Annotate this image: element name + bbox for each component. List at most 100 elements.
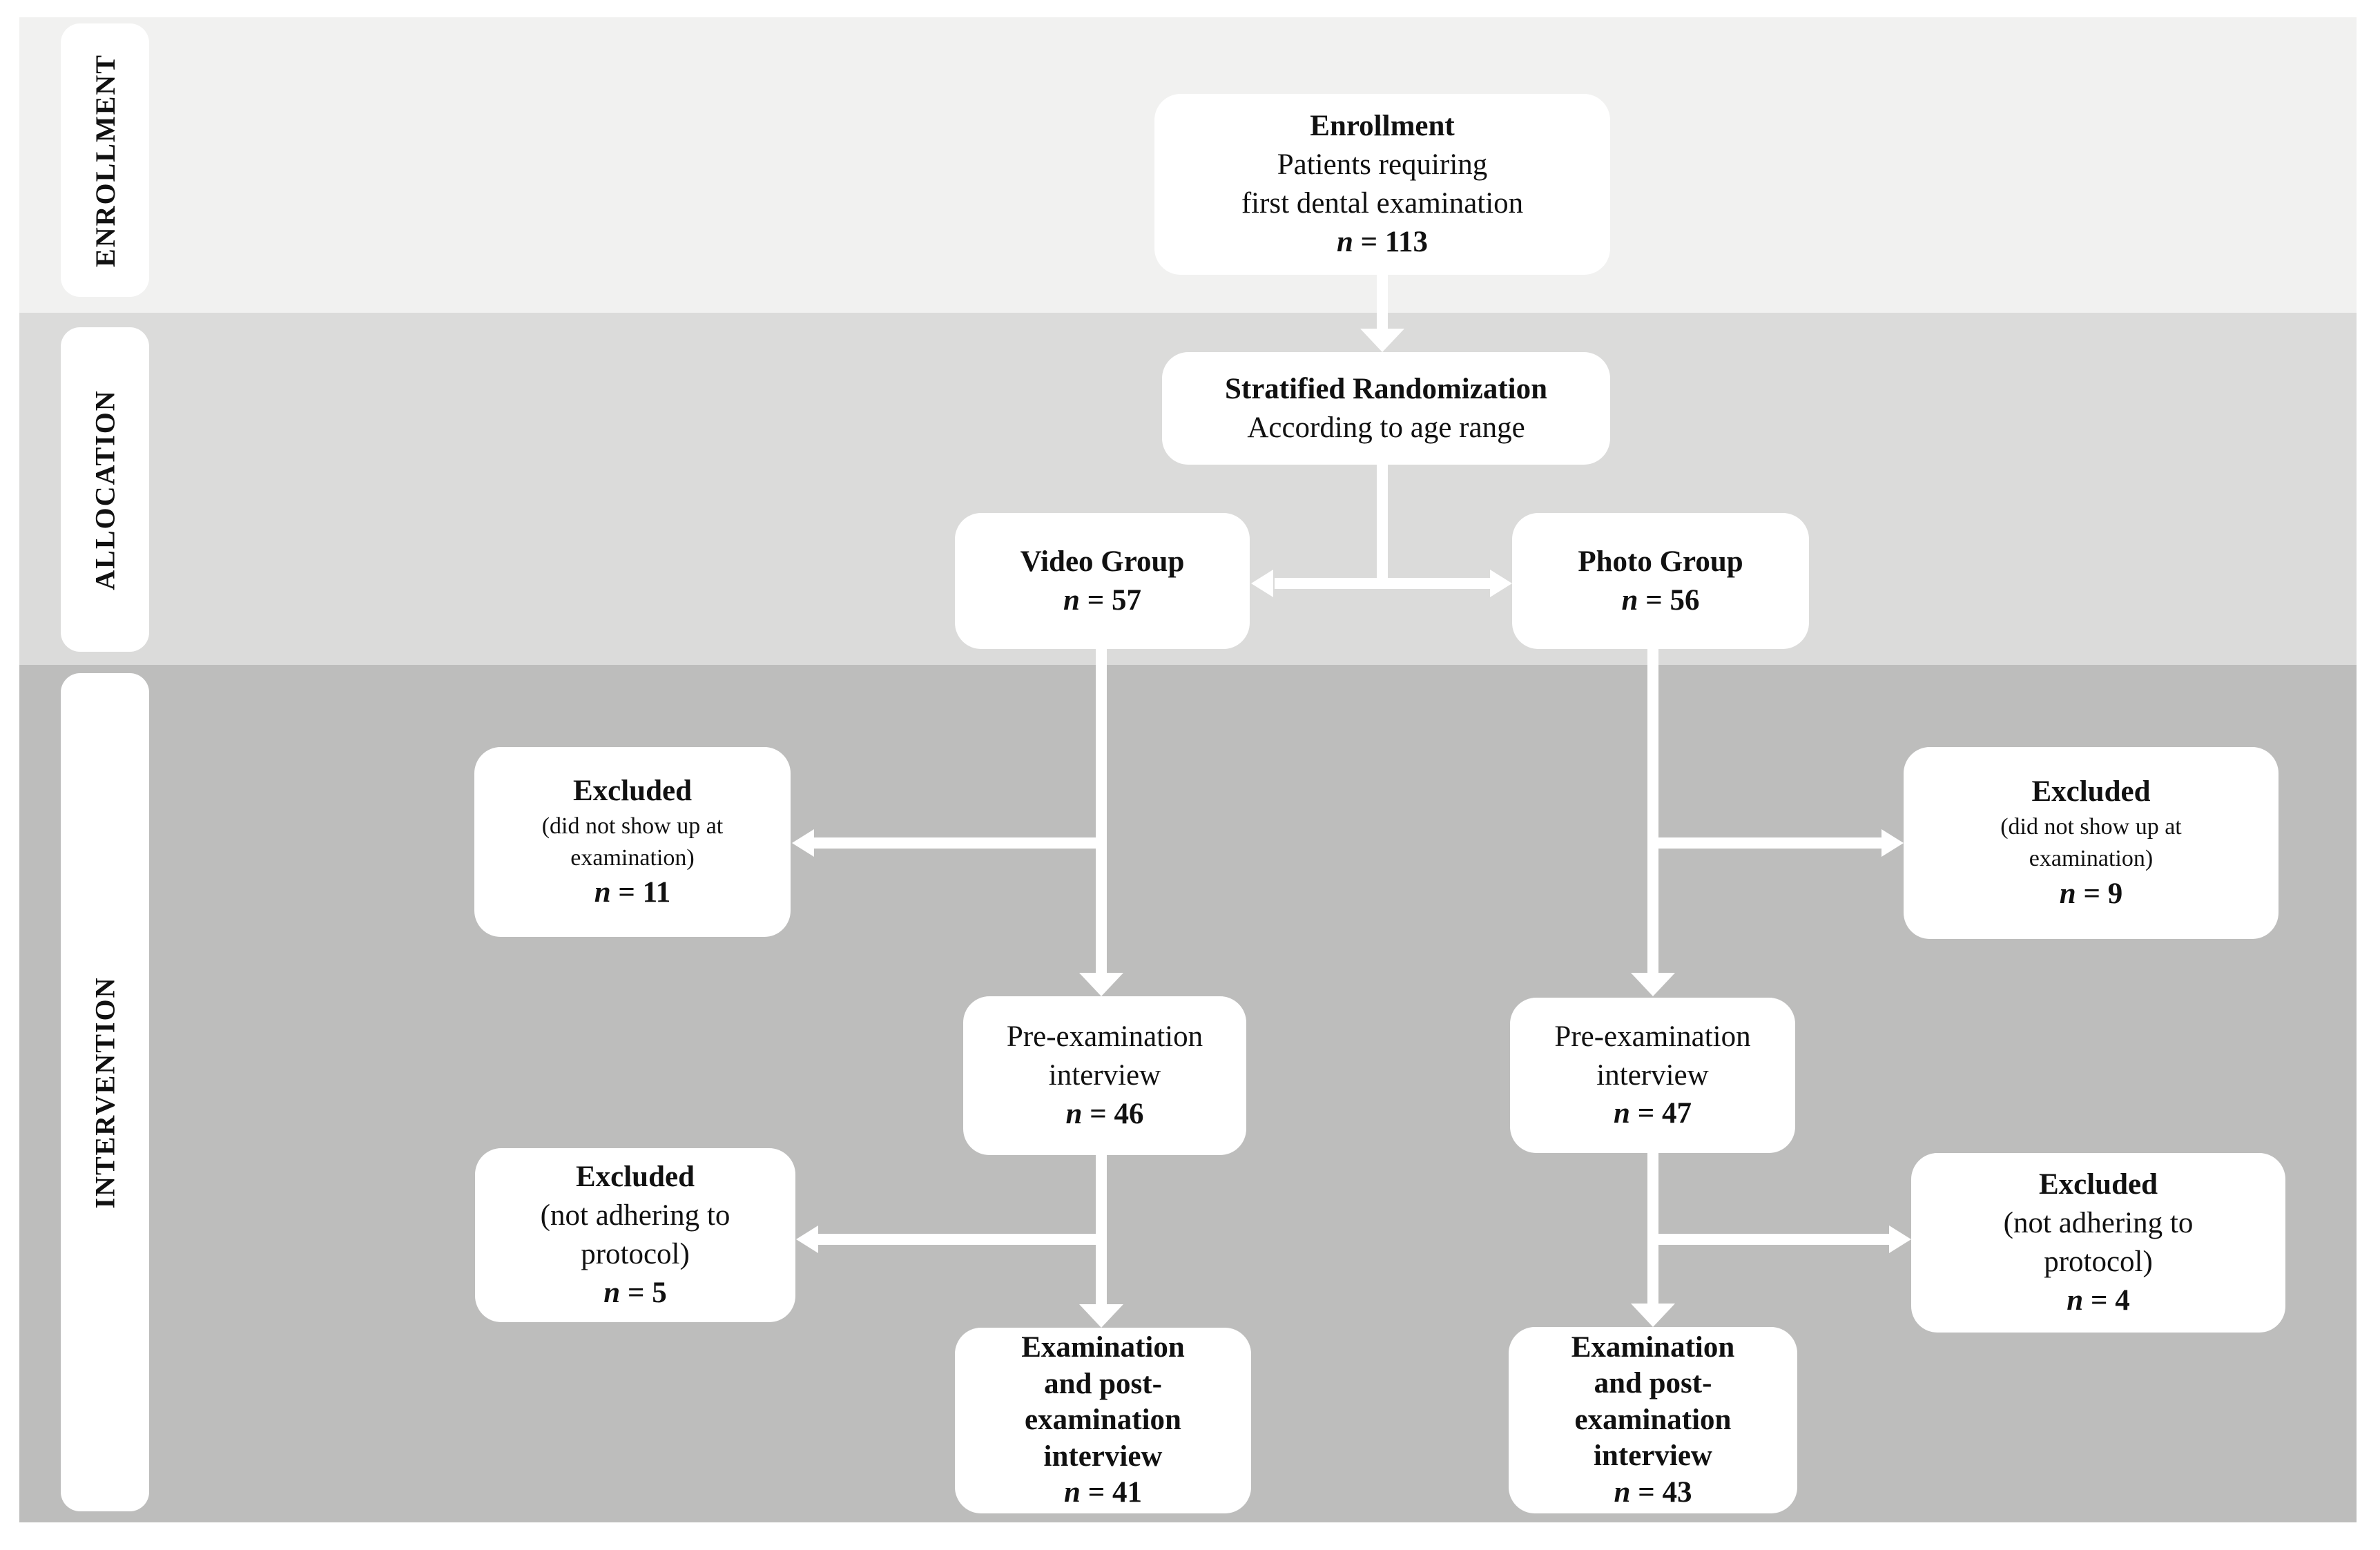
n-value: = 41 xyxy=(1087,1476,1142,1509)
arrowhead-left-video-group xyxy=(1251,570,1273,597)
randomization-box-title: Stratified Randomization xyxy=(1224,372,1548,405)
exam-photo-n: n = 43 xyxy=(1614,1475,1692,1511)
connector-photo-to-preexam xyxy=(1647,649,1658,973)
excluded-video-noshow-n: n = 11 xyxy=(594,873,671,912)
allocation-stage-label: ALLOCATION xyxy=(89,389,121,590)
n-symbol: n xyxy=(1621,583,1638,617)
connector-enrollment-to-randomization xyxy=(1377,275,1388,329)
preexam-photo-line2: interview xyxy=(1596,1058,1709,1092)
preexam-video-n: n = 46 xyxy=(1066,1095,1144,1134)
n-symbol: n xyxy=(594,876,611,909)
n-symbol: n xyxy=(1064,1476,1081,1509)
excluded-photo-protocol-line1: (not adhering to xyxy=(2003,1207,2194,1240)
arrowhead-right-photo-group xyxy=(1490,570,1512,597)
excluded-photo-protocol-n: n = 4 xyxy=(2067,1281,2129,1320)
exam-photo-line4: interview xyxy=(1594,1440,1712,1473)
photo-group-box-title: Photo Group xyxy=(1578,545,1743,578)
n-value: = 113 xyxy=(1360,225,1429,258)
preexam-video-box: Pre-examination interview n = 46 xyxy=(963,996,1246,1155)
randomization-box-line1: According to age range xyxy=(1247,411,1525,444)
video-group-box-n: n = 57 xyxy=(1063,581,1141,620)
arrowhead-down-exam-video xyxy=(1079,1304,1123,1328)
connector-preexam-to-exam-photo xyxy=(1647,1153,1658,1304)
enrollment-box: Enrollment Patients requiring first dent… xyxy=(1154,94,1610,275)
connector-video-to-preexam xyxy=(1096,649,1107,973)
n-value: = 47 xyxy=(1637,1097,1692,1130)
arrowhead-right-excluded-photo-noshow xyxy=(1881,829,1904,857)
n-value: = 5 xyxy=(627,1276,667,1309)
n-value: = 46 xyxy=(1090,1097,1144,1130)
exam-photo-line3: examination xyxy=(1574,1403,1732,1436)
n-value: = 56 xyxy=(1645,583,1700,617)
n-symbol: n xyxy=(1063,583,1080,617)
excluded-video-protocol-line2: protocol) xyxy=(581,1238,690,1270)
connector-video-excluded-protocol xyxy=(818,1234,1107,1245)
exam-photo-line1: Examination xyxy=(1571,1330,1735,1364)
n-symbol: n xyxy=(2067,1283,2084,1317)
n-value: = 43 xyxy=(1638,1475,1692,1509)
excluded-video-protocol-line1: (not adhering to xyxy=(540,1199,731,1232)
n-symbol: n xyxy=(1614,1475,1631,1509)
excluded-photo-protocol-title: Excluded xyxy=(2038,1168,2158,1201)
exam-video-line4: interview xyxy=(1043,1440,1163,1473)
connector-photo-excluded-noshow xyxy=(1653,837,1881,849)
preexam-video-line2: interview xyxy=(1048,1059,1161,1092)
arrowhead-down-exam-photo xyxy=(1631,1304,1675,1327)
exam-photo-box: Examination and post- examination interv… xyxy=(1509,1327,1797,1513)
n-symbol: n xyxy=(1065,1097,1083,1130)
photo-group-box-n: n = 56 xyxy=(1622,581,1700,620)
n-value: = 4 xyxy=(2090,1283,2130,1317)
enrollment-stage-label-box: ENROLLMENT xyxy=(61,23,149,297)
arrowhead-left-excluded-video-noshow xyxy=(792,829,814,857)
exam-video-line3: examination xyxy=(1025,1404,1181,1437)
excluded-video-noshow-line1: (did not show up at xyxy=(541,813,724,839)
excluded-photo-noshow-line1: (did not show up at xyxy=(2000,814,2182,840)
allocation-stage-label-box: ALLOCATION xyxy=(61,327,149,652)
exam-video-box: Examination and post- examination interv… xyxy=(955,1328,1251,1513)
n-value: = 11 xyxy=(618,876,671,909)
arrowhead-down-randomization xyxy=(1360,329,1404,352)
connector-preexam-to-exam-video xyxy=(1096,1155,1107,1304)
randomization-box: Stratified Randomization According to ag… xyxy=(1162,352,1610,465)
arrowhead-left-excluded-video-protocol xyxy=(796,1226,818,1253)
arrowhead-right-excluded-photo-protocol xyxy=(1889,1226,1911,1253)
enrollment-stage-label: ENROLLMENT xyxy=(89,53,121,267)
intervention-stage-label-box: INTERVENTION xyxy=(61,673,149,1511)
excluded-photo-noshow-line2: examination) xyxy=(2029,846,2154,871)
video-group-box: Video Group n = 57 xyxy=(955,513,1250,649)
excluded-video-noshow-title: Excluded xyxy=(572,774,693,807)
exam-video-line1: Examination xyxy=(1021,1331,1185,1364)
excluded-video-noshow-box: Excluded (did not show up at examination… xyxy=(474,747,791,937)
excluded-photo-protocol-line2: protocol) xyxy=(2044,1246,2153,1278)
exam-video-line2: and post- xyxy=(1044,1367,1162,1400)
photo-group-box: Photo Group n = 56 xyxy=(1512,513,1809,649)
excluded-video-protocol-n: n = 5 xyxy=(603,1274,666,1312)
n-symbol: n xyxy=(1614,1097,1630,1130)
arrowhead-down-preexam-photo xyxy=(1631,973,1675,996)
connector-randomization-stem xyxy=(1377,465,1388,589)
arrowhead-down-preexam-video xyxy=(1079,973,1123,996)
video-group-box-title: Video Group xyxy=(1020,545,1185,578)
n-value: = 9 xyxy=(2083,877,2123,910)
n-symbol: n xyxy=(603,1276,621,1309)
preexam-photo-line1: Pre-examination xyxy=(1554,1020,1751,1053)
excluded-photo-noshow-box: Excluded (did not show up at examination… xyxy=(1904,747,2279,939)
preexam-video-line1: Pre-examination xyxy=(1006,1020,1203,1054)
connector-video-excluded-noshow xyxy=(814,837,1107,849)
n-symbol: n xyxy=(2059,877,2076,910)
excluded-photo-protocol-box: Excluded (not adhering to protocol) n = … xyxy=(1911,1153,2285,1333)
enrollment-box-n: n = 113 xyxy=(1337,223,1428,262)
enrollment-box-line1: Patients requiring xyxy=(1277,148,1488,182)
exam-photo-line2: and post- xyxy=(1594,1367,1712,1400)
excluded-photo-noshow-n: n = 9 xyxy=(2060,875,2122,913)
connector-photo-excluded-protocol xyxy=(1653,1234,1889,1245)
enrollment-box-line2: first dental examination xyxy=(1241,187,1524,220)
excluded-video-protocol-title: Excluded xyxy=(575,1161,695,1194)
exam-video-n: n = 41 xyxy=(1064,1475,1142,1511)
n-value: = 57 xyxy=(1087,583,1141,617)
connector-group-split xyxy=(1275,578,1490,589)
n-symbol: n xyxy=(1336,225,1353,258)
enrollment-box-title: Enrollment xyxy=(1310,110,1455,143)
excluded-video-protocol-box: Excluded (not adhering to protocol) n = … xyxy=(475,1148,795,1322)
